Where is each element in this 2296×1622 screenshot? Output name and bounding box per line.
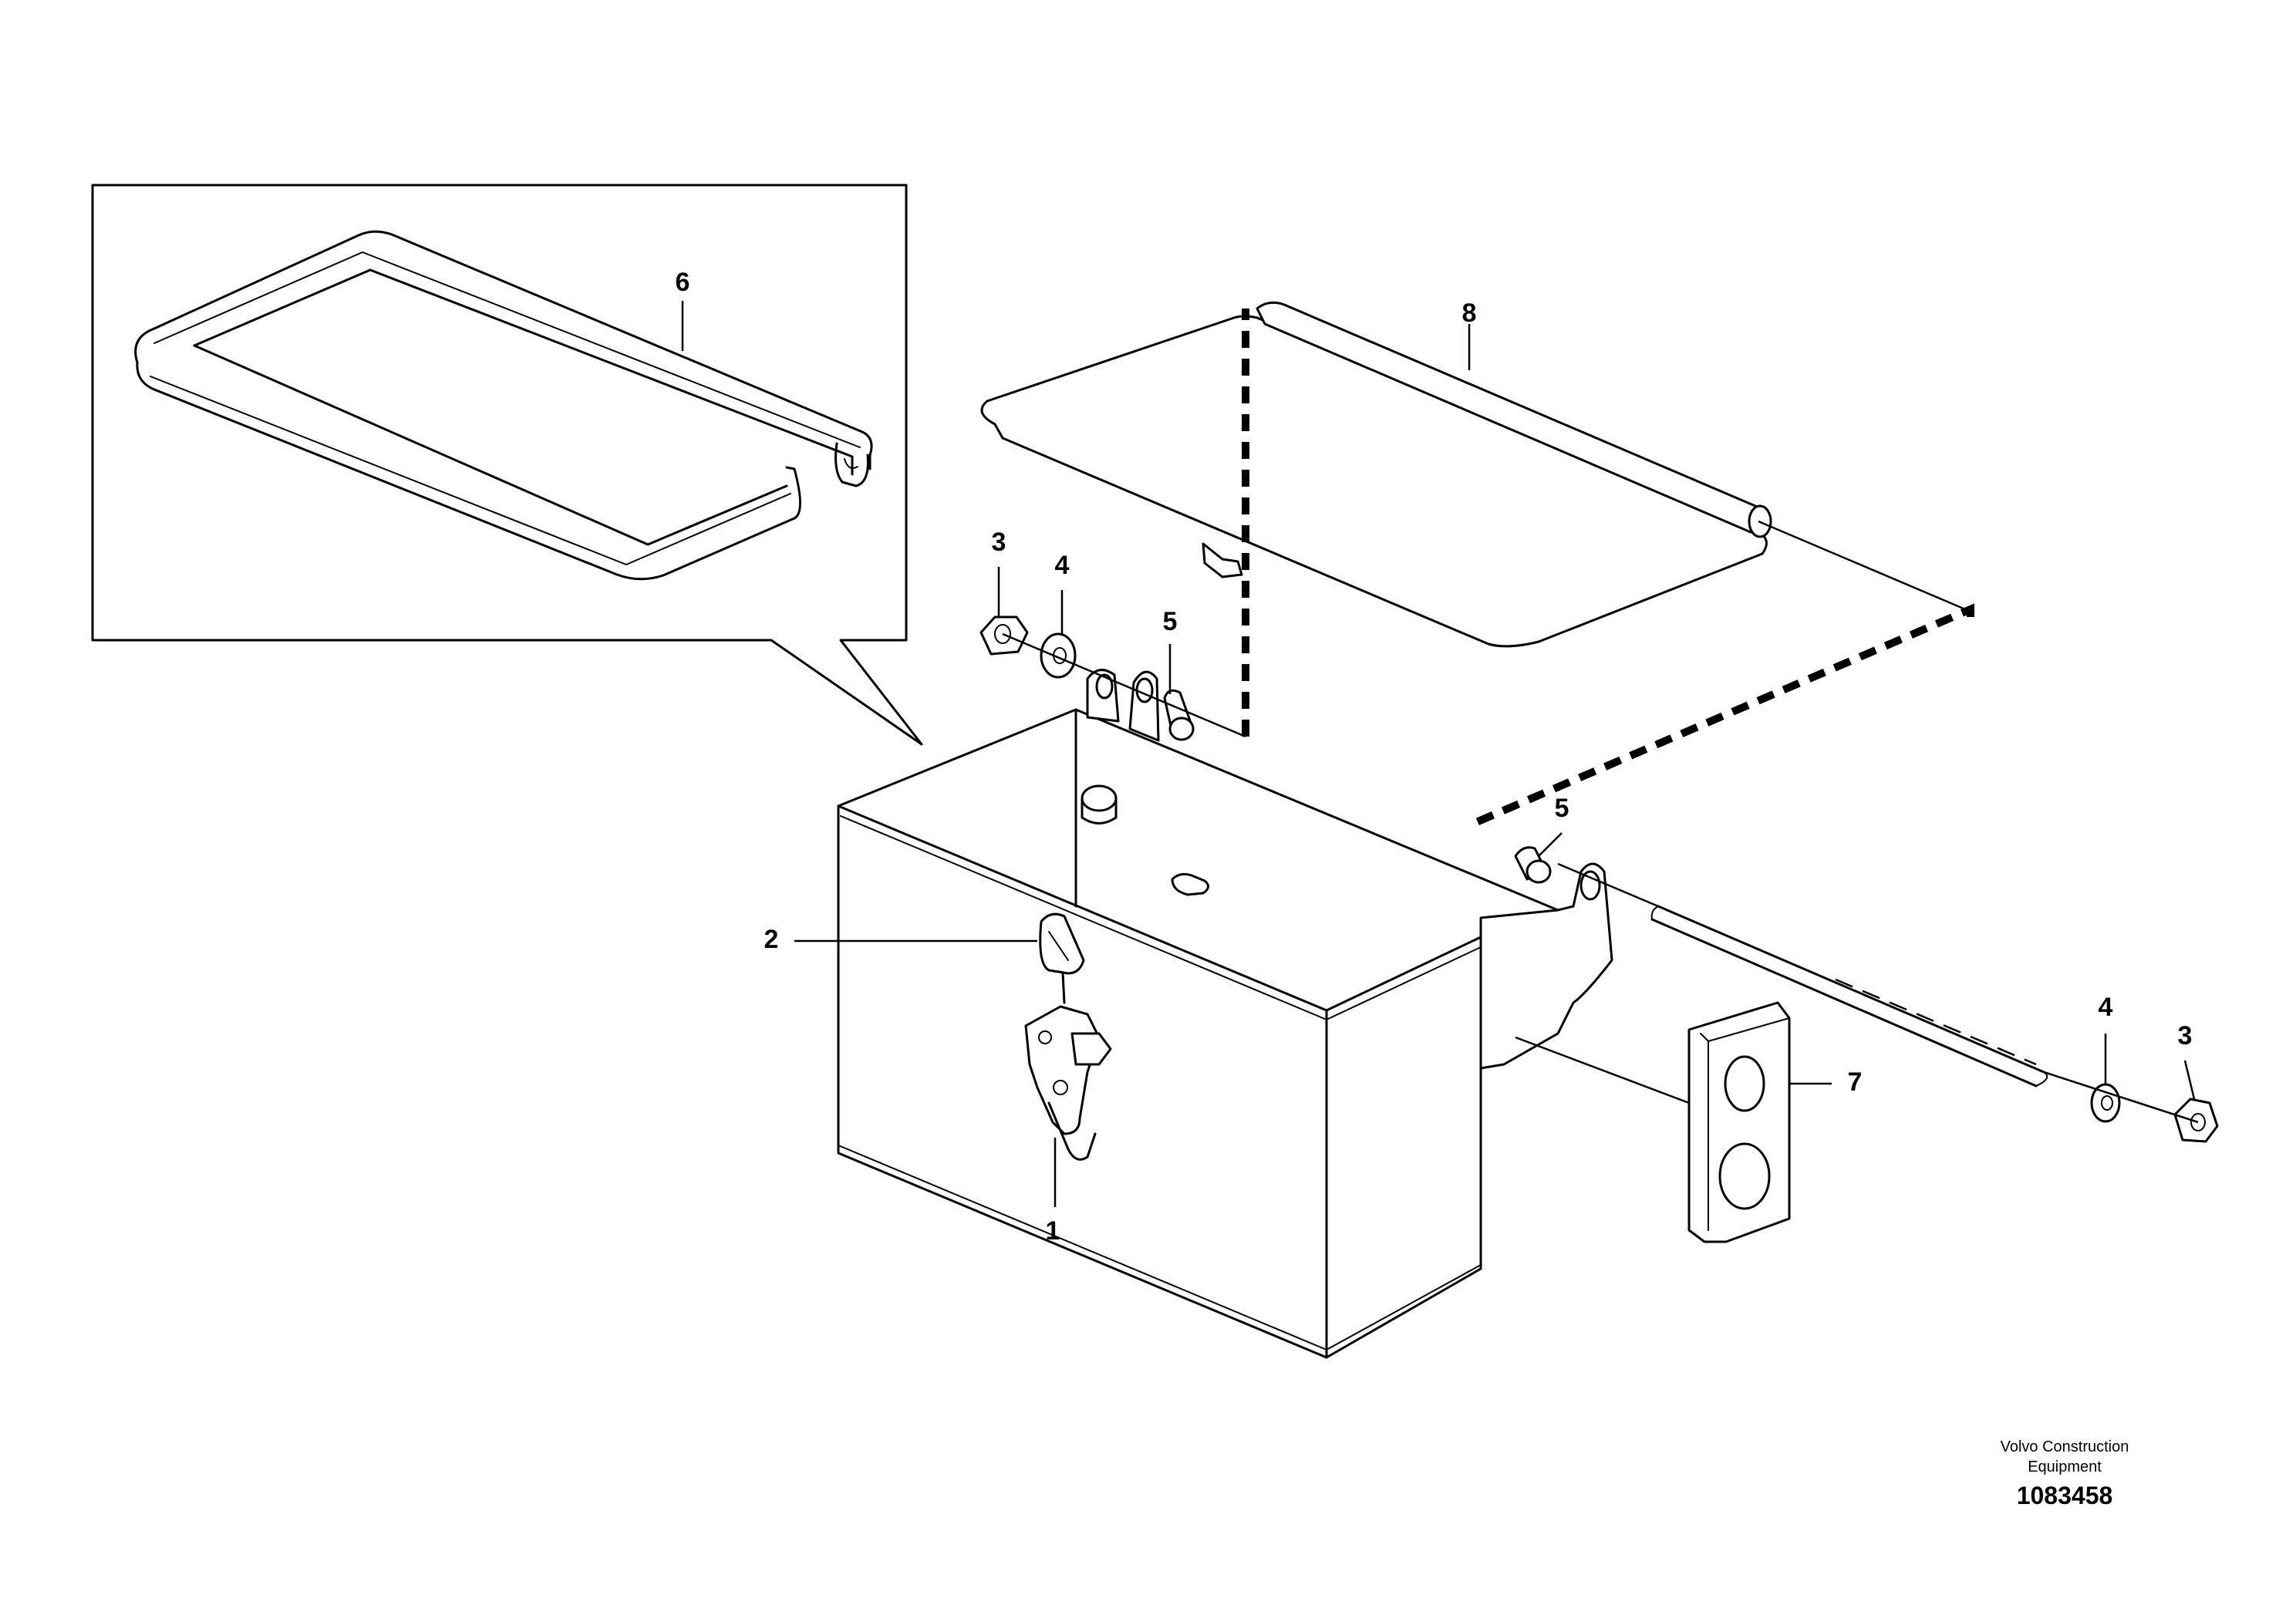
callout-7: 7 [1848,1067,1863,1097]
callout-4-left: 4 [1055,551,1070,580]
spacer-left [1163,689,1195,741]
spacer-right [1514,846,1552,884]
callout-6: 6 [676,268,690,297]
maker-name-line-2: Equipment [2028,1458,2102,1475]
footer: Volvo Construction Equipment 1083458 [2001,1438,2129,1509]
nut-right [2173,1098,2219,1143]
assembly-lines [1002,520,2199,1124]
callout-1: 1 [1046,1216,1060,1246]
callout-8: 8 [1462,298,1477,328]
hinge-pin-paths [1242,309,1974,829]
detail-inset [91,184,923,746]
callout-4-right: 4 [2099,993,2113,1022]
battery-box-part [837,669,1613,1359]
callout-3-left: 3 [992,528,1006,557]
callout-5-left: 5 [1163,607,1178,636]
plate-part [1687,1001,1791,1243]
callout-2: 2 [764,925,779,954]
callout-labels: 1 2 3 4 5 6 8 5 7 4 3 [676,268,2193,1246]
washer-left [1040,632,1077,679]
callout-5-right: 5 [1555,794,1569,823]
drawing-number: 1083458 [2017,1482,2113,1509]
latch-part [1024,912,1112,1161]
edge-seal-part [134,230,873,581]
callout-3-right: 3 [2178,1021,2193,1050]
lid-part [980,301,1772,648]
leader-lines [681,301,2196,1207]
maker-name-line-1: Volvo Construction [2001,1438,2129,1455]
